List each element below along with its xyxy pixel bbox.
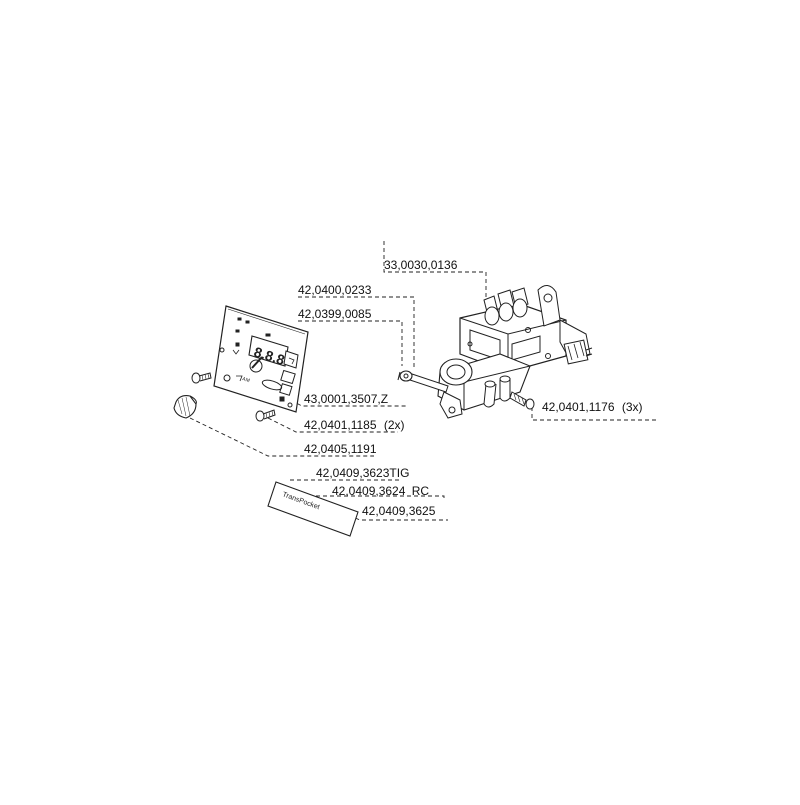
part-number: 42,0399,0085: [298, 307, 372, 321]
part-number: 42,0401,1185: [304, 418, 377, 432]
part-number: 42,0400,0233: [298, 283, 372, 297]
panel-screw-right: [255, 409, 276, 422]
leader-p2: [298, 296, 415, 368]
part-number: 42,0409,3624: [332, 484, 406, 498]
part-number: 42,0409,3623: [316, 466, 390, 480]
panel-screw-left: [191, 372, 212, 384]
part-number: 42,0409,3625: [362, 504, 436, 518]
part-label-43-0001-3507-z: 43,0001,3507,Z: [304, 392, 388, 406]
part-label-42-0401-1176: 42,0401,1176 (3x): [542, 400, 643, 414]
brand-strip: [267, 481, 359, 537]
leader-p7: [189, 417, 374, 457]
part-number: 42,0401,1176: [542, 400, 615, 414]
display-window: [248, 335, 289, 367]
switch-assembly: [409, 285, 593, 419]
part-quantity: (3x): [621, 400, 643, 414]
part-label-42-0405-1191: 42,0405,1191: [304, 442, 377, 456]
part-quantity: (2x): [383, 418, 405, 432]
part-label-42-0400-0233: 42,0400,0233: [298, 283, 371, 297]
part-label-42-0409-3625: 42,0409,3625: [362, 504, 435, 518]
svg-text:AM: AM: [241, 376, 250, 384]
leader-p3: [298, 320, 403, 366]
part-number: 42,0405,1191: [304, 442, 377, 456]
part-variant: RC: [411, 484, 430, 498]
adjustment-knob: [173, 395, 197, 419]
part-label-42-0409-3624: 42,0409,3624 RC: [332, 484, 429, 498]
part-label-42-0399-0085: 42,0399,0085: [298, 307, 371, 321]
spindle-pin-and-clip: [397, 370, 413, 382]
front-panel: 8.8.8 AM: [213, 305, 309, 413]
leader-p9: [316, 495, 445, 500]
part-label-42-0409-3623: 42,0409,3623TIG: [316, 466, 409, 480]
part-variant: TIG: [389, 466, 410, 480]
part-label-33-0030-0136: 33,0030,0136: [384, 258, 457, 272]
leader-p6: [267, 417, 398, 433]
part-label-42-0401-1185: 42,0401,1185 (2x): [304, 418, 405, 432]
assembly-screw: [509, 391, 535, 410]
part-number: 33,0030,0136: [384, 258, 458, 272]
leader-p1: [383, 241, 487, 300]
part-number: 43,0001,3507,Z: [304, 392, 389, 406]
